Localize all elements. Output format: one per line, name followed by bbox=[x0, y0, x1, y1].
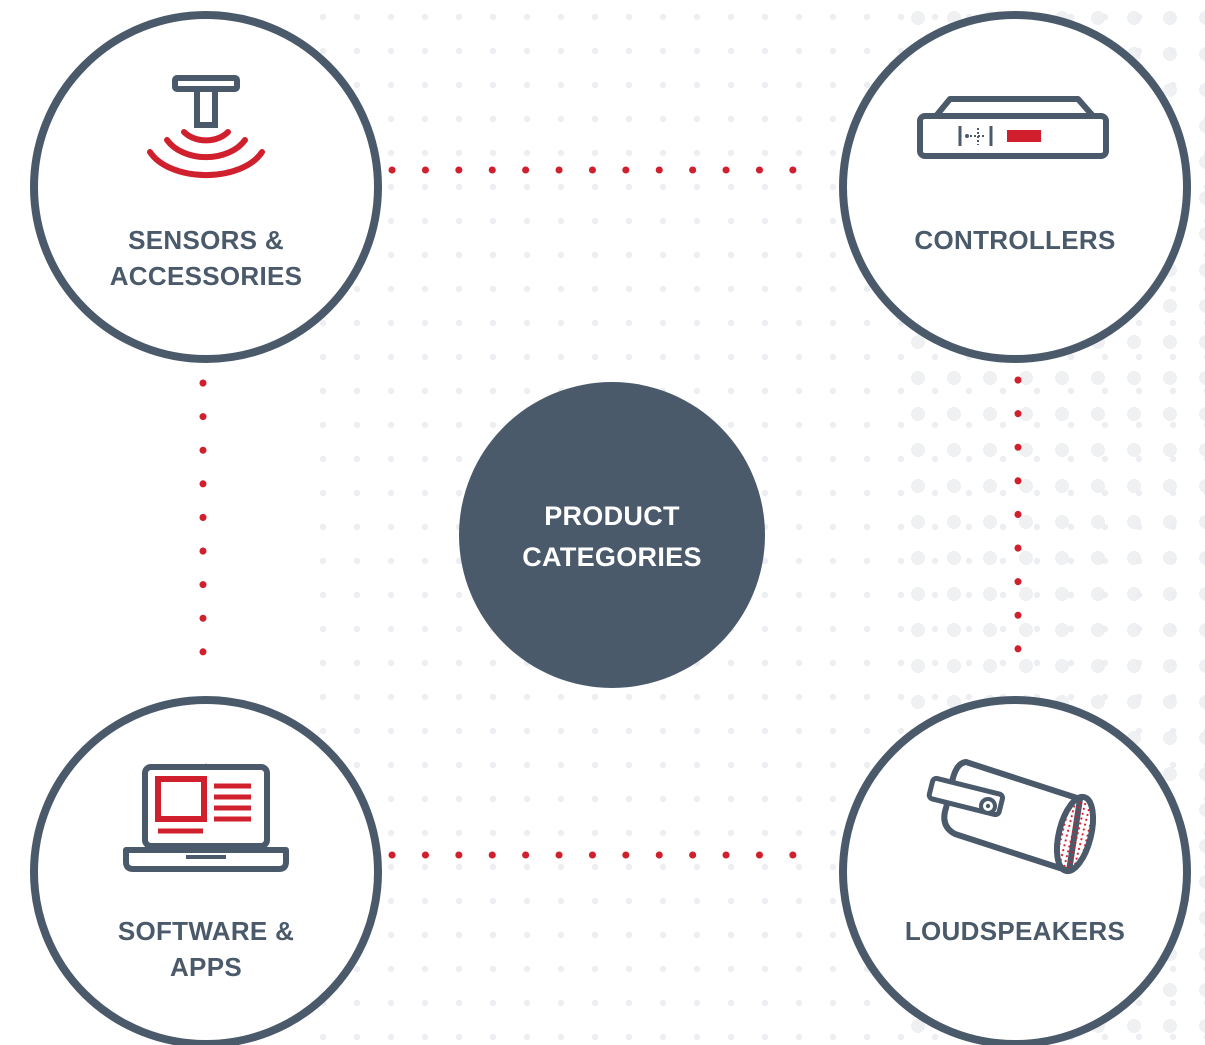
center-label-line2: CATEGORIES bbox=[522, 542, 702, 572]
controllers-label: CONTROLLERS bbox=[885, 222, 1145, 258]
sensor-icon bbox=[147, 75, 265, 179]
controllers-circle[interactable] bbox=[839, 11, 1191, 363]
controllers-label-line1: CONTROLLERS bbox=[914, 225, 1116, 255]
center-label-line1: PRODUCT bbox=[544, 501, 680, 531]
sensors-label: SENSORS & ACCESSORIES bbox=[86, 222, 326, 294]
laptop-icon bbox=[123, 763, 289, 872]
center-label: PRODUCT CATEGORIES bbox=[482, 496, 742, 578]
sensors-label-line1: SENSORS & bbox=[128, 225, 284, 255]
controller-icon bbox=[917, 96, 1109, 159]
sensors-label-line2: ACCESSORIES bbox=[109, 261, 303, 291]
loudspeakers-label-line1: LOUDSPEAKERS bbox=[904, 916, 1126, 946]
sensors-circle[interactable] bbox=[30, 11, 382, 363]
center-circle bbox=[459, 382, 765, 688]
loudspeakers-label: LOUDSPEAKERS bbox=[885, 913, 1145, 949]
loudspeakers-circle[interactable] bbox=[839, 696, 1191, 1045]
software-label: SOFTWARE & APPS bbox=[86, 913, 326, 985]
software-label-line2: APPS bbox=[169, 952, 242, 982]
software-label-line1: SOFTWARE & bbox=[117, 916, 295, 946]
loudspeaker-icon bbox=[926, 759, 1097, 875]
